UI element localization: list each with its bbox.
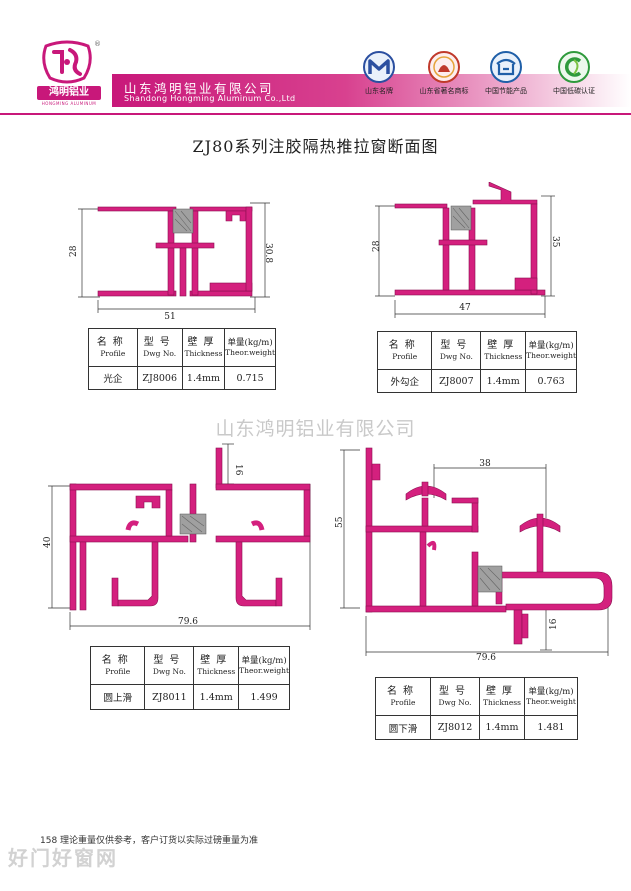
profile-weight: 0.715 (224, 366, 276, 390)
profile-name: 光企 (88, 366, 138, 390)
dim-height: 16 (549, 618, 559, 630)
header-thick-en: Thickness (483, 698, 521, 707)
dim-height: 28 (372, 240, 382, 252)
dim-height: 30.8 (263, 243, 273, 263)
header-dwg-cn: 型号 (440, 340, 473, 351)
badge-low-carbon: 中国低碳认证 (544, 50, 604, 96)
header-weight-en: Theor.weight (239, 665, 289, 675)
profile-dwg: ZJ8007 (431, 369, 482, 393)
hongming-logo-icon (42, 40, 92, 84)
profile-thickness: 1.4mm (479, 715, 525, 740)
header-dwg-en: Dwg No. (438, 698, 472, 707)
header-profile-en: Profile (392, 352, 418, 361)
badge-famous-trademark: 山东省著名商标 (414, 50, 474, 96)
header-weight-en: Theor.weight (526, 696, 576, 706)
insulation-strip (179, 513, 207, 535)
header-thick-cn: 壁厚 (200, 655, 233, 666)
header-dwg-en: Dwg No. (143, 349, 177, 358)
badge-label: 中国节能产品 (485, 87, 527, 95)
footer-brand-watermark: 好门好窗网 (8, 846, 118, 870)
profile-thickness: 1.4mm (193, 684, 240, 710)
dim-width: 79.6 (476, 653, 496, 663)
header-dwg-cn: 型号 (143, 337, 176, 348)
profile-thickness: 1.4mm (181, 366, 226, 390)
header-weight-cn: 单量(kg/m) (241, 655, 287, 666)
profile-weight: 0.763 (525, 369, 577, 393)
header-profile-cn: 名称 (388, 340, 421, 351)
profile-drawing-zj8012: 38 55 16 79.6 (335, 447, 613, 663)
badge-label: 中国低碳认证 (553, 87, 595, 95)
company-name-en: Shandong Hongming Aluminum Co.,Ltd (124, 94, 296, 103)
header-profile-cn: 名称 (387, 686, 419, 697)
profile-drawing-zj8011: 16 40 79.6 (43, 443, 311, 630)
profile-weight: 1.481 (524, 715, 578, 740)
header-thick-en: Thickness (197, 667, 236, 676)
badge-label: 山东名牌 (365, 87, 393, 95)
header-thick-cn: 壁厚 (187, 337, 220, 348)
header-weight-cn: 单量(kg/m) (528, 340, 574, 351)
registered-mark: ® (94, 40, 101, 48)
header-profile-en: Profile (100, 349, 126, 358)
profile-drawing-zj8006: 28 30.8 51 (69, 202, 273, 320)
badge-shandong-brand: 山东名牌 (349, 50, 409, 96)
header-weight-en: Theor.weight (225, 347, 275, 357)
profile-dwg: ZJ8012 (430, 715, 480, 740)
energy-saving-icon (490, 51, 522, 83)
header-weight-cn: 单量(kg/m) (528, 686, 574, 697)
footer-note: 158 理论重量仅供参考，客户订货以实际过磅重量为准 (40, 836, 259, 846)
dim-height: 28 (69, 245, 79, 257)
profile-dwg: ZJ8011 (144, 684, 195, 710)
dim-height: 40 (43, 536, 53, 548)
shandong-famous-brand-icon (363, 51, 395, 83)
badge-energy-saving: 中国节能产品 (476, 50, 536, 96)
header-weight-en: Theor.weight (526, 350, 576, 360)
badge-label: 山东省著名商标 (419, 87, 469, 95)
header-profile-cn: 名称 (101, 655, 134, 666)
header-divider (0, 113, 631, 115)
low-carbon-icon (558, 51, 590, 83)
dim-height: 35 (550, 236, 560, 248)
dim-width: 47 (459, 303, 471, 313)
profile-name: 圆上滑 (89, 684, 146, 710)
logo-label: 鸿明铝业 (37, 86, 101, 100)
header-profile-en: Profile (105, 667, 131, 676)
header-thick-cn: 壁厚 (487, 340, 520, 351)
header-dwg-en: Dwg No. (439, 352, 473, 361)
profile-weight: 1.499 (238, 684, 290, 710)
dim-width: 51 (164, 312, 175, 320)
dim-height: 55 (335, 516, 345, 528)
profile-drawing-zj8007: 28 35 47 (372, 182, 560, 318)
header-profile-cn: 名称 (96, 337, 129, 348)
watermark: 山东鸿明铝业有限公司 (215, 418, 416, 440)
header-profile-en: Profile (390, 698, 416, 707)
header-thick-en: Thickness (184, 349, 223, 358)
page-title: ZJ80系列注胶隔热推拉窗断面图 (192, 137, 439, 156)
dim-width: 38 (479, 459, 491, 469)
profile-name: 圆下滑 (375, 715, 431, 740)
header-dwg-cn: 型号 (439, 686, 471, 697)
header-thick-en: Thickness (484, 352, 523, 361)
company-name-cn: 山东鸿明铝业有限公司 (124, 81, 275, 96)
header-dwg-en: Dwg No. (152, 667, 186, 676)
profile-name: 外勾企 (376, 369, 433, 393)
famous-trademark-icon (428, 51, 460, 83)
header-dwg-cn: 型号 (153, 655, 186, 666)
profile-thickness: 1.4mm (480, 369, 527, 393)
header-thick-cn: 壁厚 (486, 686, 518, 697)
profile-dwg: ZJ8006 (136, 366, 183, 390)
dim-height: 16 (233, 464, 243, 476)
logo-subtext: HONGMING ALUMINUM (41, 101, 97, 106)
dim-width: 79.6 (178, 617, 198, 627)
header-weight-cn: 单量(kg/m) (227, 337, 273, 348)
